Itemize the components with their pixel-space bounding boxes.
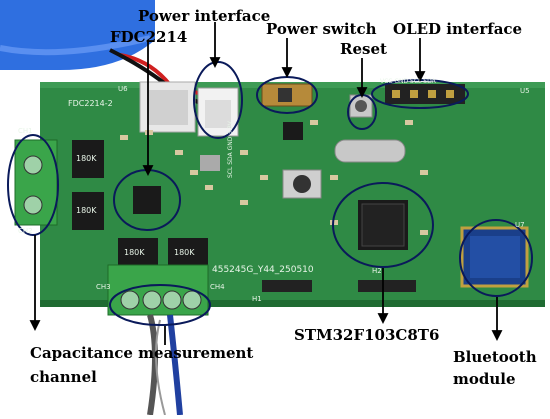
silk-h2: H2 (372, 267, 382, 275)
label-bluetooth-line2: module (453, 370, 516, 388)
silk-u5: U5 (520, 87, 530, 95)
label-capacitance-line2: channel (30, 368, 97, 386)
ellipse-capacitance-left (7, 134, 59, 236)
label-power-interface: Power interface (138, 7, 271, 25)
header-h1 (262, 280, 312, 292)
silk-ch1: CH1 (18, 127, 33, 135)
silk-board-code: 455245G_Y44_250510 (212, 265, 314, 275)
ellipse-stm32 (332, 182, 434, 268)
silk-oled-pins: VCC GND SCL SDA (380, 78, 436, 85)
silk-u6: U6 (118, 85, 128, 93)
silk-inductor-1: 180K (76, 154, 97, 163)
inductor-1 (72, 140, 104, 178)
silk-ch2: CH2 (18, 227, 33, 235)
fdc2214-chip (133, 186, 161, 214)
header-h2 (358, 280, 416, 292)
silk-ch3: CH3 (96, 283, 111, 291)
label-capacitance-line1: Capacitance measurement (30, 344, 254, 362)
label-stm32: STM32F103C8T6 (294, 326, 440, 344)
label-power-switch: Power switch (266, 20, 377, 38)
label-oled-interface: OLED interface (393, 20, 523, 38)
label-reset: Reset (340, 40, 387, 58)
inductor-4 (168, 238, 208, 266)
silk-inductor-4: 180K (174, 248, 195, 257)
silk-inductor-3: 180K (124, 248, 145, 257)
silk-h1: H1 (252, 295, 262, 303)
ellipse-bluetooth (459, 219, 533, 297)
silk-inductor-2: 180K (76, 206, 97, 215)
ellipse-capacitance-bottom (109, 284, 211, 326)
terminal-ch1-ch2 (14, 139, 58, 226)
silk-u7: U7 (515, 221, 525, 229)
silk-ch4: CH4 (210, 283, 225, 291)
silk-side-pins: SCL SDA GND 3.3V (227, 121, 234, 178)
oled-header (385, 84, 465, 104)
inductor-3 (118, 238, 158, 266)
silk-board-name: FDC2214-2 (68, 99, 113, 108)
label-bluetooth-line1: Bluetooth (453, 348, 537, 366)
label-fdc2214: FDC2214 (110, 28, 188, 46)
inductor-2 (72, 192, 104, 230)
